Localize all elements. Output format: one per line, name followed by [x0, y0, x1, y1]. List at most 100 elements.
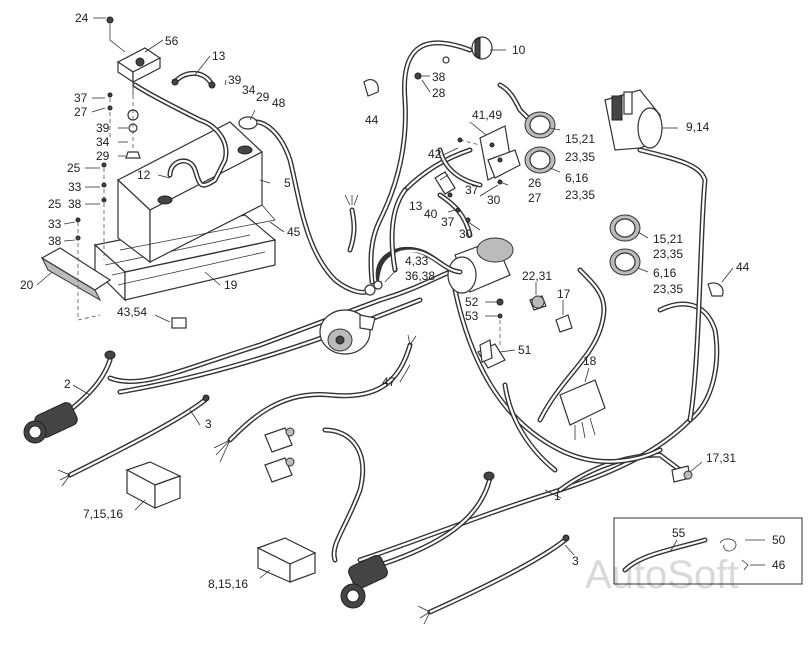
label-38-left: 38: [68, 197, 82, 211]
label-22-31: 22,31: [522, 269, 552, 283]
label-45: 45: [287, 225, 301, 239]
battery-cables: [132, 70, 376, 296]
rod-3-lower: [417, 534, 570, 625]
label-40: 40: [424, 207, 438, 221]
label-8-15-16: 8,15,16: [208, 577, 248, 591]
label-33-lower: 33: [48, 217, 62, 231]
sensor-22-31: [529, 295, 547, 311]
label-25-lower: 25: [48, 197, 62, 211]
label-1: 1: [554, 489, 561, 503]
small-relays: [264, 427, 295, 483]
label-29-left: 29: [96, 149, 110, 163]
fastener-stack-left: [75, 92, 141, 321]
label-43-54: 43,54: [117, 305, 147, 319]
label-39-left: 39: [96, 121, 110, 135]
label-29-top: 29: [256, 90, 270, 104]
label-24: 24: [75, 11, 89, 25]
label-30-upper: 30: [487, 193, 501, 207]
part-labels: 24 56 13 39 34 29 48 37 27 39 34 29 12 5…: [20, 11, 786, 591]
label-33-upper: 33: [68, 180, 82, 194]
wire-tip-45: [344, 194, 359, 253]
leader-lines: [36, 17, 765, 579]
label-38-lower: 38: [48, 234, 62, 248]
harness-2: [23, 350, 116, 444]
inset-box: [613, 517, 803, 585]
label-37-center2: 37: [441, 215, 455, 229]
label-55: 55: [672, 526, 686, 540]
watermark: AutoSoft: [585, 553, 738, 597]
label-5: 5: [284, 176, 291, 190]
label-50: 50: [772, 533, 786, 547]
washer-53: [497, 313, 503, 319]
label-17-31: 17,31: [706, 451, 736, 465]
label-4-33: 4,33: [405, 254, 429, 268]
label-26: 26: [528, 176, 542, 190]
bracket-20: [40, 247, 112, 302]
label-7-15-16: 7,15,16: [83, 507, 123, 521]
block-43-54: [171, 317, 187, 329]
label-10: 10: [512, 43, 526, 57]
label-23-35-upper2: 23,35: [565, 188, 595, 202]
label-47: 47: [382, 375, 396, 389]
label-20: 20: [20, 278, 34, 292]
label-6-16-upper: 6,16: [565, 171, 589, 185]
label-39-top: 39: [228, 73, 242, 87]
label-34-top: 34: [242, 83, 256, 97]
label-23-35-upper: 23,35: [565, 150, 595, 164]
relay-51: [477, 339, 506, 369]
label-9-14: 9,14: [686, 120, 710, 134]
label-37-center1: 37: [465, 183, 479, 197]
label-51: 51: [518, 343, 532, 357]
label-48: 48: [272, 96, 286, 110]
label-27-center: 27: [528, 191, 542, 205]
label-56: 56: [165, 34, 179, 48]
wire-center-lower: [322, 427, 366, 563]
label-23-35-lower2: 23,35: [653, 282, 683, 296]
starter-4-33: [373, 237, 514, 294]
bolt-52: [496, 298, 504, 306]
label-12: 12: [137, 168, 151, 182]
label-37-left: 37: [74, 91, 88, 105]
label-6-16-lower: 6,16: [653, 266, 677, 280]
label-18: 18: [583, 354, 597, 368]
relay-box-8-15-16: [256, 537, 317, 583]
switch-56: [106, 16, 162, 95]
label-41-49: 41,49: [472, 108, 502, 122]
label-44-upper: 44: [365, 113, 379, 127]
wire-47: [213, 334, 417, 463]
alternator: [319, 309, 376, 355]
label-2: 2: [64, 377, 71, 391]
label-38-top: 38: [432, 70, 446, 84]
clip-50: [719, 538, 737, 552]
label-30-lower: 30: [459, 227, 473, 241]
clip-46: [741, 559, 749, 571]
lamp-6-16-upper: [524, 146, 556, 174]
label-23-35-lower: 23,35: [653, 247, 683, 261]
relay-bracket-41-49: [457, 125, 521, 181]
label-19: 19: [224, 278, 238, 292]
sensor-17: [555, 314, 573, 333]
label-15-21-upper: 15,21: [565, 132, 595, 146]
horn-9-14: [604, 89, 663, 151]
label-13-center: 13: [409, 199, 423, 213]
label-52: 52: [465, 295, 479, 309]
rod-3-upper: [57, 394, 210, 487]
label-42: 42: [428, 147, 442, 161]
lamp-15-21-upper: [524, 111, 556, 139]
label-36-38: 36,38: [405, 269, 435, 283]
cap-44-upper: [363, 79, 379, 97]
label-28: 28: [432, 86, 446, 100]
label-46: 46: [772, 558, 786, 572]
cap-44-right: [707, 282, 724, 297]
label-13-top: 13: [212, 49, 226, 63]
label-44-right: 44: [736, 260, 750, 274]
relay-box-7-15-16: [125, 461, 182, 510]
label-3-upper: 3: [205, 417, 212, 431]
label-25-upper: 25: [67, 161, 81, 175]
lamp-6-16-lower: [609, 248, 641, 276]
lamp-15-21-lower: [609, 214, 641, 242]
label-15-21-lower: 15,21: [653, 232, 683, 246]
label-17: 17: [557, 287, 571, 301]
